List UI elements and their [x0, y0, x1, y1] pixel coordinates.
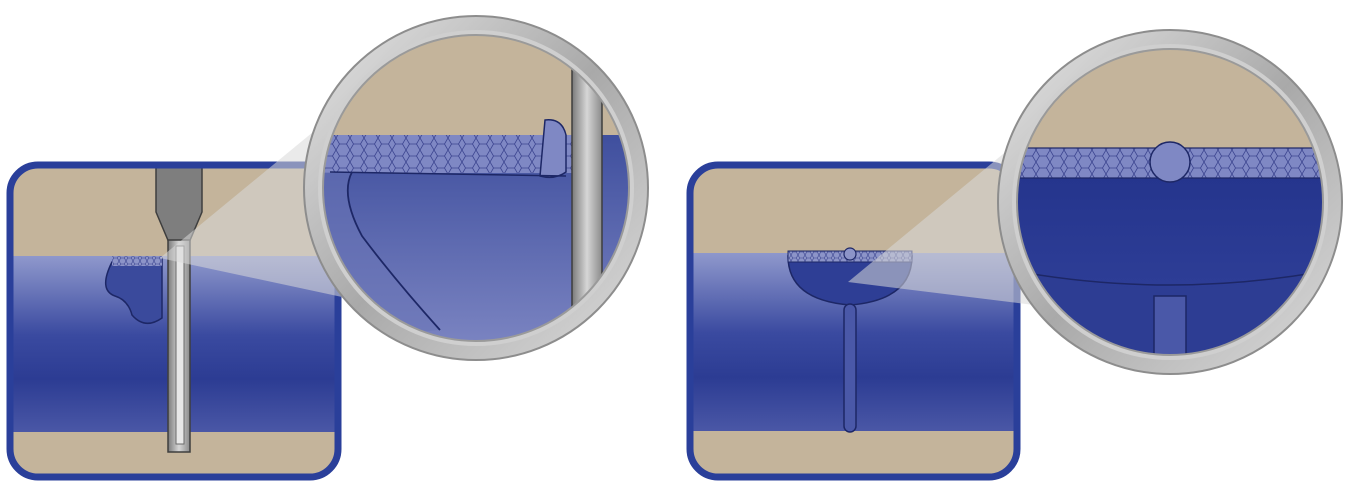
left-foam-layer	[112, 256, 162, 266]
right-lens-bubble	[1150, 142, 1190, 182]
right-bubble	[844, 248, 856, 260]
left-magnifier-lens	[304, 16, 648, 360]
left-lens-foam	[320, 135, 575, 173]
left-probe-plate-highlight	[176, 246, 184, 444]
right-magnifier-lens	[998, 30, 1342, 376]
left-lens-meniscus	[540, 120, 566, 178]
right-stem	[844, 304, 856, 432]
